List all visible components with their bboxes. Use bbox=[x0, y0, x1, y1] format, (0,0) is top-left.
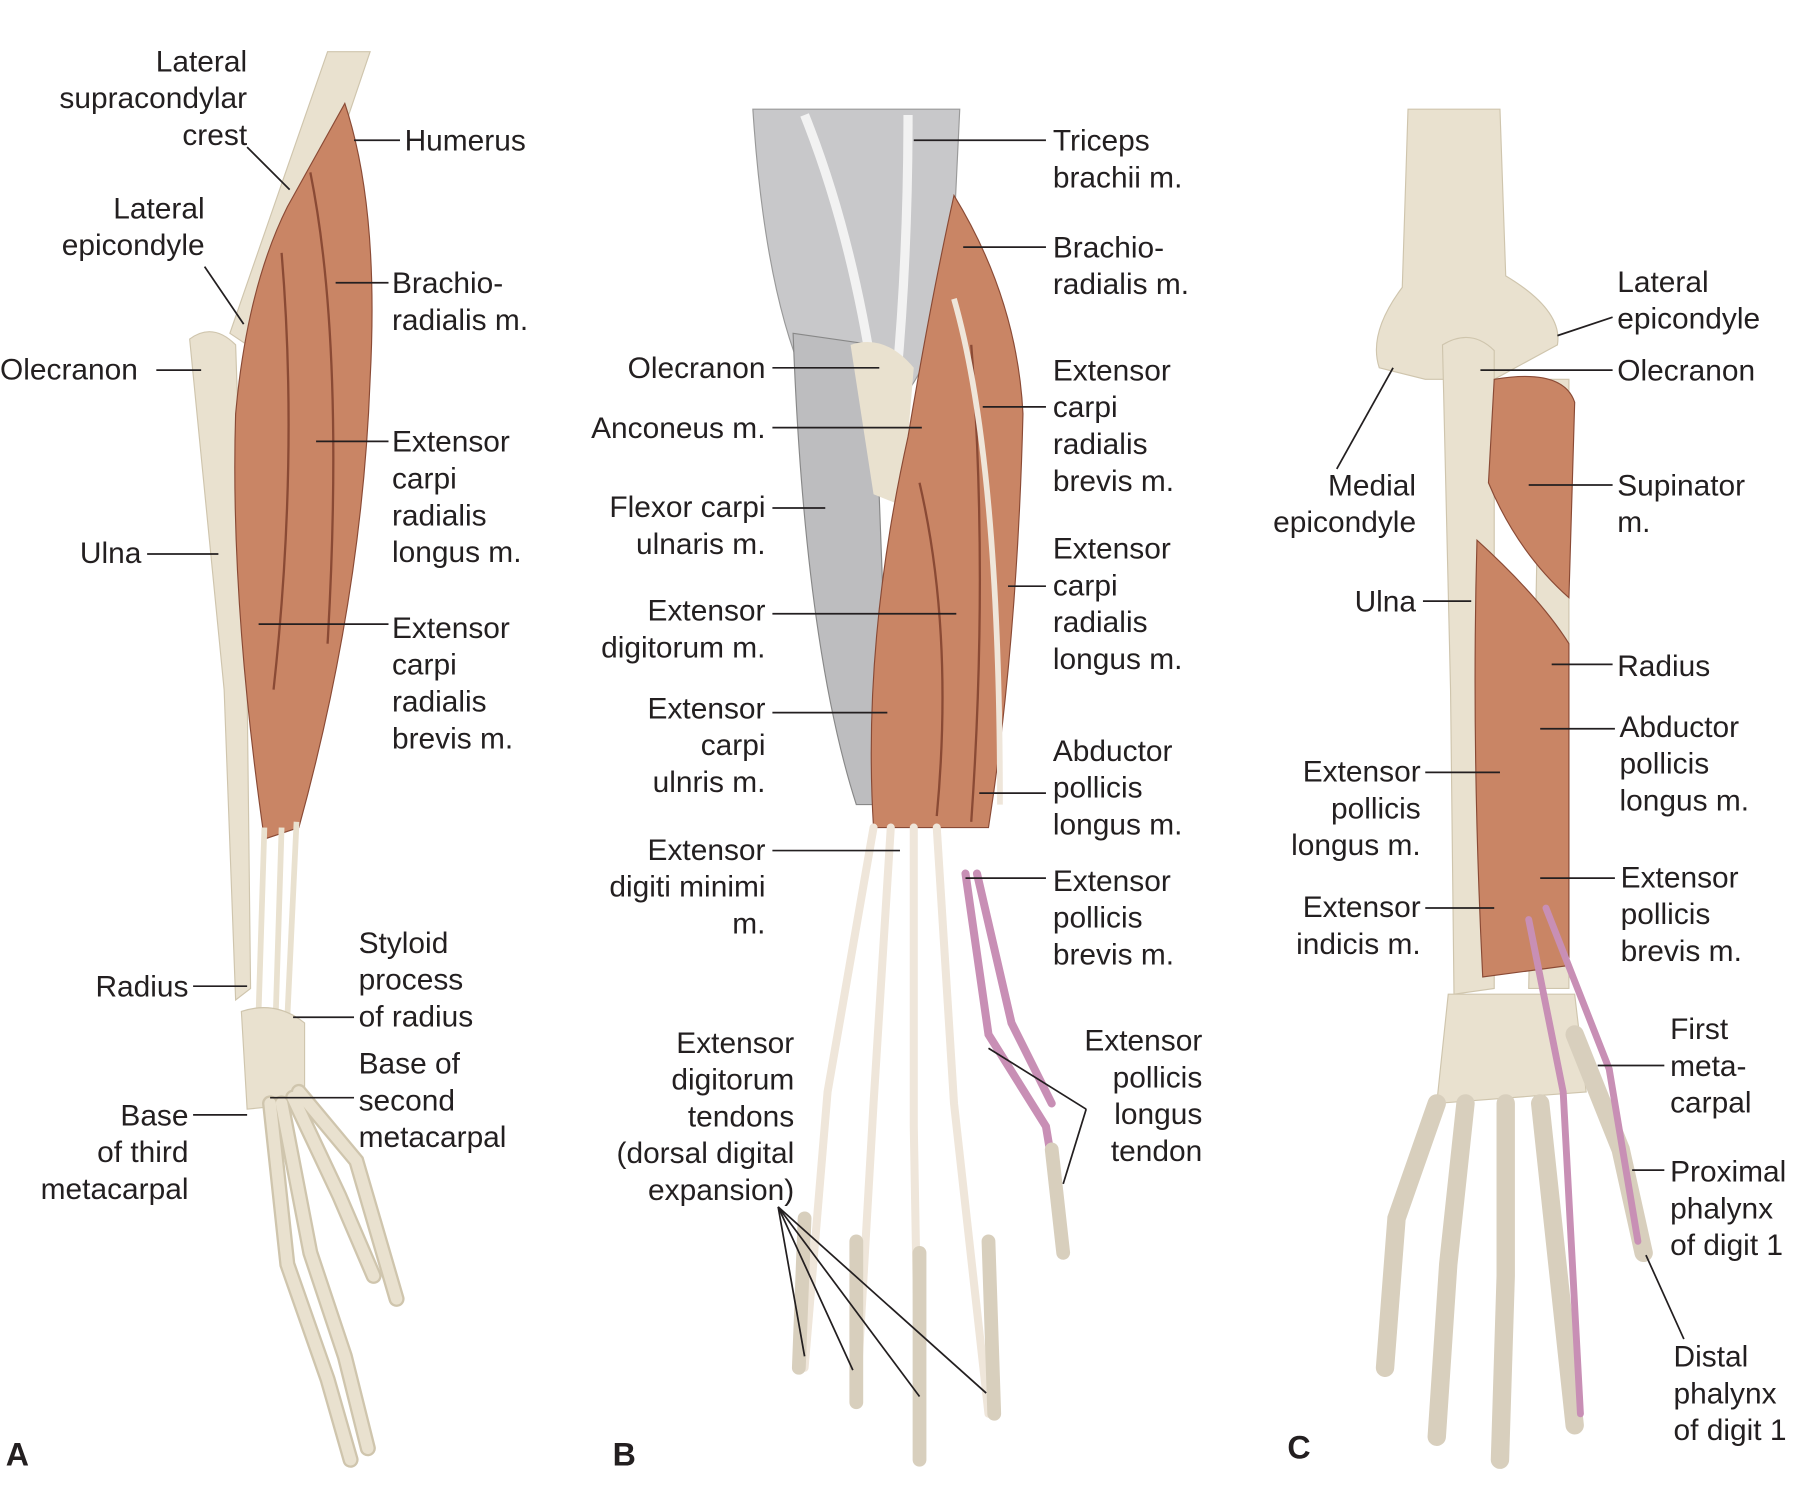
carpals-a bbox=[240, 1007, 306, 1110]
label-proximal-phalynx: Proximal phalynx of digit 1 bbox=[1670, 1153, 1787, 1263]
muscle-a bbox=[234, 102, 373, 840]
label-lateral-epicondyle: Lateral epicondyle bbox=[61, 190, 205, 263]
label-abductor-pollicis-longus-c: Abductor pollicis longus m. bbox=[1619, 709, 1750, 818]
label-extensor-digitorum-tendons: Extensor digitorum tendons (dorsal digit… bbox=[616, 1025, 795, 1207]
label-base-third-metacarpal: Base of third metacarpal bbox=[40, 1097, 189, 1206]
label-ecrl-b: Extensor carpi radialis longus m. bbox=[1052, 531, 1183, 676]
panel-letter-a: A bbox=[5, 1436, 30, 1473]
label-extensor-digiti-minimi: Extensor digiti minimi m. bbox=[609, 832, 766, 941]
panel-b-arm bbox=[752, 108, 1071, 1467]
label-extensor-pollicis-longus-c: Extensor pollicis longus m. bbox=[1291, 754, 1421, 863]
extensor-tendons-b bbox=[800, 823, 993, 1453]
label-flexor-carpi-ulnaris: Flexor carpi ulnaris m. bbox=[609, 489, 766, 561]
panel-c-arm bbox=[1375, 108, 1653, 1469]
panel-a-arm bbox=[189, 51, 405, 1468]
label-triceps: Triceps brachii m. bbox=[1052, 122, 1183, 195]
label-brachioradialis: Brachio- radialis m. bbox=[391, 265, 529, 337]
muscles-b bbox=[870, 193, 1024, 829]
panel-letter-c: C bbox=[1287, 1429, 1311, 1466]
label-radius: Radius bbox=[95, 968, 189, 1004]
label-lateral-epicondyle-c: Lateral epicondyle bbox=[1617, 264, 1761, 336]
label-ulna: Ulna bbox=[79, 535, 142, 571]
leader-lines bbox=[147, 139, 1685, 1398]
label-radius-c: Radius bbox=[1617, 648, 1711, 683]
label-extensor-digitorum: Extensor digitorum m. bbox=[601, 593, 766, 665]
label-ecrb-b: Extensor carpi radialis brevis m. bbox=[1052, 352, 1175, 498]
olecranon-b bbox=[850, 341, 914, 506]
label-extensor-pollicis-brevis-b: Extensor pollicis brevis m. bbox=[1052, 863, 1175, 972]
label-extensor-pollicis-brevis-c: Extensor pollicis brevis m. bbox=[1620, 859, 1742, 968]
label-medial-epicondyle: Medial epicondyle bbox=[1273, 467, 1417, 540]
label-distal-phalynx: Distal phalynx of digit 1 bbox=[1673, 1339, 1787, 1448]
label-abductor-pollicis-longus-b: Abductor pollicis longus m. bbox=[1052, 733, 1183, 842]
label-brachioradialis-b: Brachio- radialis m. bbox=[1052, 229, 1190, 302]
pollicis-tendons-c bbox=[1525, 904, 1642, 1418]
supinator-c bbox=[1487, 375, 1576, 599]
label-base-second-metacarpal: Base of second metacarpal bbox=[358, 1045, 507, 1154]
label-lateral-supracondylar-crest: Lateral supracondylar crest bbox=[59, 43, 248, 152]
label-first-metacarpal: First meta- carpal bbox=[1670, 1011, 1752, 1120]
label-extensor-pollicis-longus-tendon: Extensor pollicis longus tendon bbox=[1084, 1022, 1203, 1168]
label-olecranon-b: Olecranon bbox=[627, 350, 766, 386]
finger-bones-b bbox=[791, 1142, 1071, 1467]
label-ecrb: Extensor carpi radialis brevis m. bbox=[391, 610, 514, 756]
label-styloid-process: Styloid process of radius bbox=[358, 925, 474, 1034]
tendons-a bbox=[255, 821, 300, 1018]
label-olecranon: Olecranon bbox=[0, 351, 138, 387]
label-humerus: Humerus bbox=[404, 122, 526, 158]
label-extensor-indicis: Extensor indicis m. bbox=[1296, 889, 1421, 961]
label-supinator: Supinator m. bbox=[1617, 467, 1746, 540]
finger-bones-c bbox=[1375, 1025, 1653, 1469]
label-olecranon-c: Olecranon bbox=[1617, 352, 1756, 388]
muscles-c bbox=[1474, 538, 1570, 978]
label-anconeus: Anconeus m. bbox=[591, 410, 766, 445]
label-ulna-c: Ulna bbox=[1354, 583, 1417, 619]
label-ecrl: Extensor carpi radialis longus m. bbox=[391, 424, 522, 569]
panel-letter-b: B bbox=[612, 1436, 636, 1473]
label-extensor-carpi-ulnaris: Extensor carpi ulnris m. bbox=[647, 690, 766, 799]
